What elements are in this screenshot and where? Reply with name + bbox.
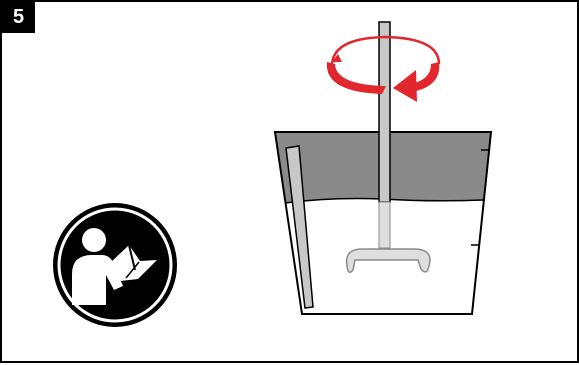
step-number-badge: 5 <box>2 2 35 33</box>
mixing-paddle <box>345 21 431 273</box>
measuring-stick <box>285 145 314 309</box>
rotate-clockwise-arrow-icon <box>326 35 441 102</box>
read-manual-icon <box>53 203 177 327</box>
